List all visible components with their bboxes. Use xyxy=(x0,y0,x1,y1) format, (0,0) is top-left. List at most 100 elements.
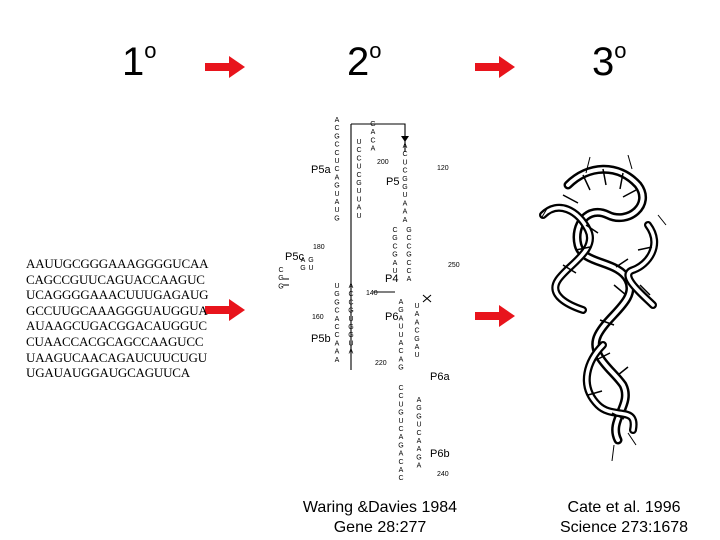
nucleotide-glyph: A xyxy=(399,451,404,458)
ribbon-highlight xyxy=(626,223,656,307)
nucleotide-glyph: U xyxy=(356,164,361,171)
nucleotide-glyph: G xyxy=(402,184,407,191)
position-label: 240 xyxy=(437,471,449,478)
primary-structure-heading: 1o xyxy=(122,40,157,84)
heading-number: 1 xyxy=(122,40,145,84)
sequence-line: UAAGUCAACAGAUCUUCUGU xyxy=(26,349,207,365)
right-arrow-icon xyxy=(205,56,245,78)
nucleotide-glyph: G xyxy=(334,183,339,190)
helix-label: P6a xyxy=(430,371,450,383)
nucleotide-glyph: A xyxy=(301,257,306,264)
sequence-line: CAGCCGUUCAGUACCAAGUC xyxy=(26,271,205,287)
helix-label: P5a xyxy=(311,164,331,176)
position-label: 200 xyxy=(377,159,389,166)
nucleotide-glyph: A xyxy=(399,467,404,474)
nucleotide-glyph: C xyxy=(334,125,339,132)
nucleotide-glyph: C xyxy=(398,475,403,482)
nucleotide-glyph: A xyxy=(403,200,408,207)
nucleotide-glyph: G xyxy=(414,336,419,343)
nucleotide-glyph: U xyxy=(414,352,419,359)
nucleotide-glyph: A xyxy=(399,356,404,363)
nucleotide-glyph: G xyxy=(416,413,421,420)
nucleotide-glyph: G xyxy=(402,176,407,183)
nucleotide-glyph: U xyxy=(334,158,339,165)
strand-line xyxy=(351,123,406,138)
nucleotide-glyph: G xyxy=(398,307,403,314)
nucleotide-glyph: G xyxy=(278,275,283,282)
nucleotide-glyph: G xyxy=(334,299,339,306)
nucleotide-glyph: U xyxy=(398,324,403,331)
nucleotide-glyph: A xyxy=(399,340,404,347)
nucleotide-glyph: G xyxy=(416,405,421,412)
ribbon-highlight xyxy=(566,167,645,442)
nucleotide-glyph: U xyxy=(356,213,361,220)
right-arrow-icon xyxy=(205,299,245,321)
nucleotide-glyph: U xyxy=(398,418,403,425)
nucleotide-glyph: G xyxy=(334,291,339,298)
nucleotide-glyph: G xyxy=(398,442,403,449)
nucleotide-glyph: A xyxy=(415,319,420,326)
nucleotide-glyph: A xyxy=(399,315,404,322)
nucleotide-glyph: A xyxy=(417,438,422,445)
nucleotide-glyph: A xyxy=(417,446,422,453)
sequence-line: CUAACCACGCAGCCAAGUCC xyxy=(26,333,204,349)
nucleotide-glyph: C xyxy=(402,168,407,175)
nucleotide-glyph: C xyxy=(334,308,339,315)
sequence-line: GCCUUGCAAAGGGUAUGGUA xyxy=(26,302,208,318)
nucleotide-glyph: C xyxy=(406,268,411,275)
nucleotide-glyph: A xyxy=(403,217,408,224)
nucleotide-glyph: U xyxy=(356,139,361,146)
nucleotide-glyph: U xyxy=(308,265,313,272)
rna-sequence: AAUUGCGGGAAAGGGGUCAA CAGCCGUUCAGUACCAAGU… xyxy=(26,256,209,381)
nucleotide-glyph: U xyxy=(402,192,407,199)
nucleotide-glyph: G xyxy=(406,252,411,259)
heading-superscript: o xyxy=(614,38,627,63)
nucleotide-glyph: G xyxy=(300,265,305,272)
nucleotide-glyph: A xyxy=(335,357,340,364)
nucleotide-glyph: C xyxy=(370,137,375,144)
nucleotide-glyph: A xyxy=(335,199,340,206)
position-label: 250 xyxy=(448,262,460,269)
heading-number: 3 xyxy=(592,40,615,84)
nucleotide-glyph: A xyxy=(393,260,398,267)
nucleotide-glyph: C xyxy=(334,324,339,331)
nucleotide-glyph: G xyxy=(308,257,313,264)
sequence-line: UGAUAUGGAUGCAGUUCA xyxy=(26,365,190,381)
nucleotide-glyph: G xyxy=(334,133,339,140)
nucleotide-glyph: C xyxy=(398,393,403,400)
nucleotide-glyph: A xyxy=(371,129,376,136)
heading-superscript: o xyxy=(369,38,382,63)
sequence-line: AUAAGCUGACGGACAUGGUC xyxy=(26,318,207,334)
nucleotide-glyph: G xyxy=(406,227,411,234)
nucleotide-glyph: A xyxy=(335,349,340,356)
nucleotide-glyph: C xyxy=(402,151,407,158)
nucleotide-glyph: C xyxy=(414,328,419,335)
nucleotide-glyph: U xyxy=(334,283,339,290)
citation-authors: Waring &Davies 1984 xyxy=(302,499,458,516)
helix-label: P6 xyxy=(385,311,398,323)
nucleotide-glyph: G xyxy=(392,235,397,242)
citation-journal: Gene 28:277 xyxy=(333,519,427,536)
position-label: 140 xyxy=(366,290,378,297)
helix-label: P5 xyxy=(386,176,399,188)
nucleotide-glyph: C xyxy=(356,172,361,179)
nucleotide-glyph: A xyxy=(403,209,408,216)
position-label: 180 xyxy=(313,244,325,251)
ribbon-strand-ends xyxy=(541,155,667,462)
sequence-line: AAUUGCGGGAAAGGGGUCAA xyxy=(26,256,209,271)
nucleotide-glyph: A xyxy=(335,340,340,347)
nucleotide-glyph: A xyxy=(335,174,340,181)
base-pair-rungs xyxy=(562,168,653,420)
tertiary-structure-ribbon xyxy=(539,155,667,462)
nucleotide-glyph: A xyxy=(407,276,412,283)
nucleotide-glyph: A xyxy=(415,311,420,318)
nucleotide-glyph: C xyxy=(334,332,339,339)
nucleotide-glyph: A xyxy=(417,397,422,404)
helix-label: P4 xyxy=(385,273,398,285)
nucleotide-glyph: G xyxy=(398,365,403,372)
nucleotide-glyph: A xyxy=(399,434,404,441)
ribbon-highlight xyxy=(585,343,636,432)
heading-number: 2 xyxy=(347,40,370,84)
strand-line xyxy=(283,278,289,286)
nucleotide-glyph: U xyxy=(334,207,339,214)
